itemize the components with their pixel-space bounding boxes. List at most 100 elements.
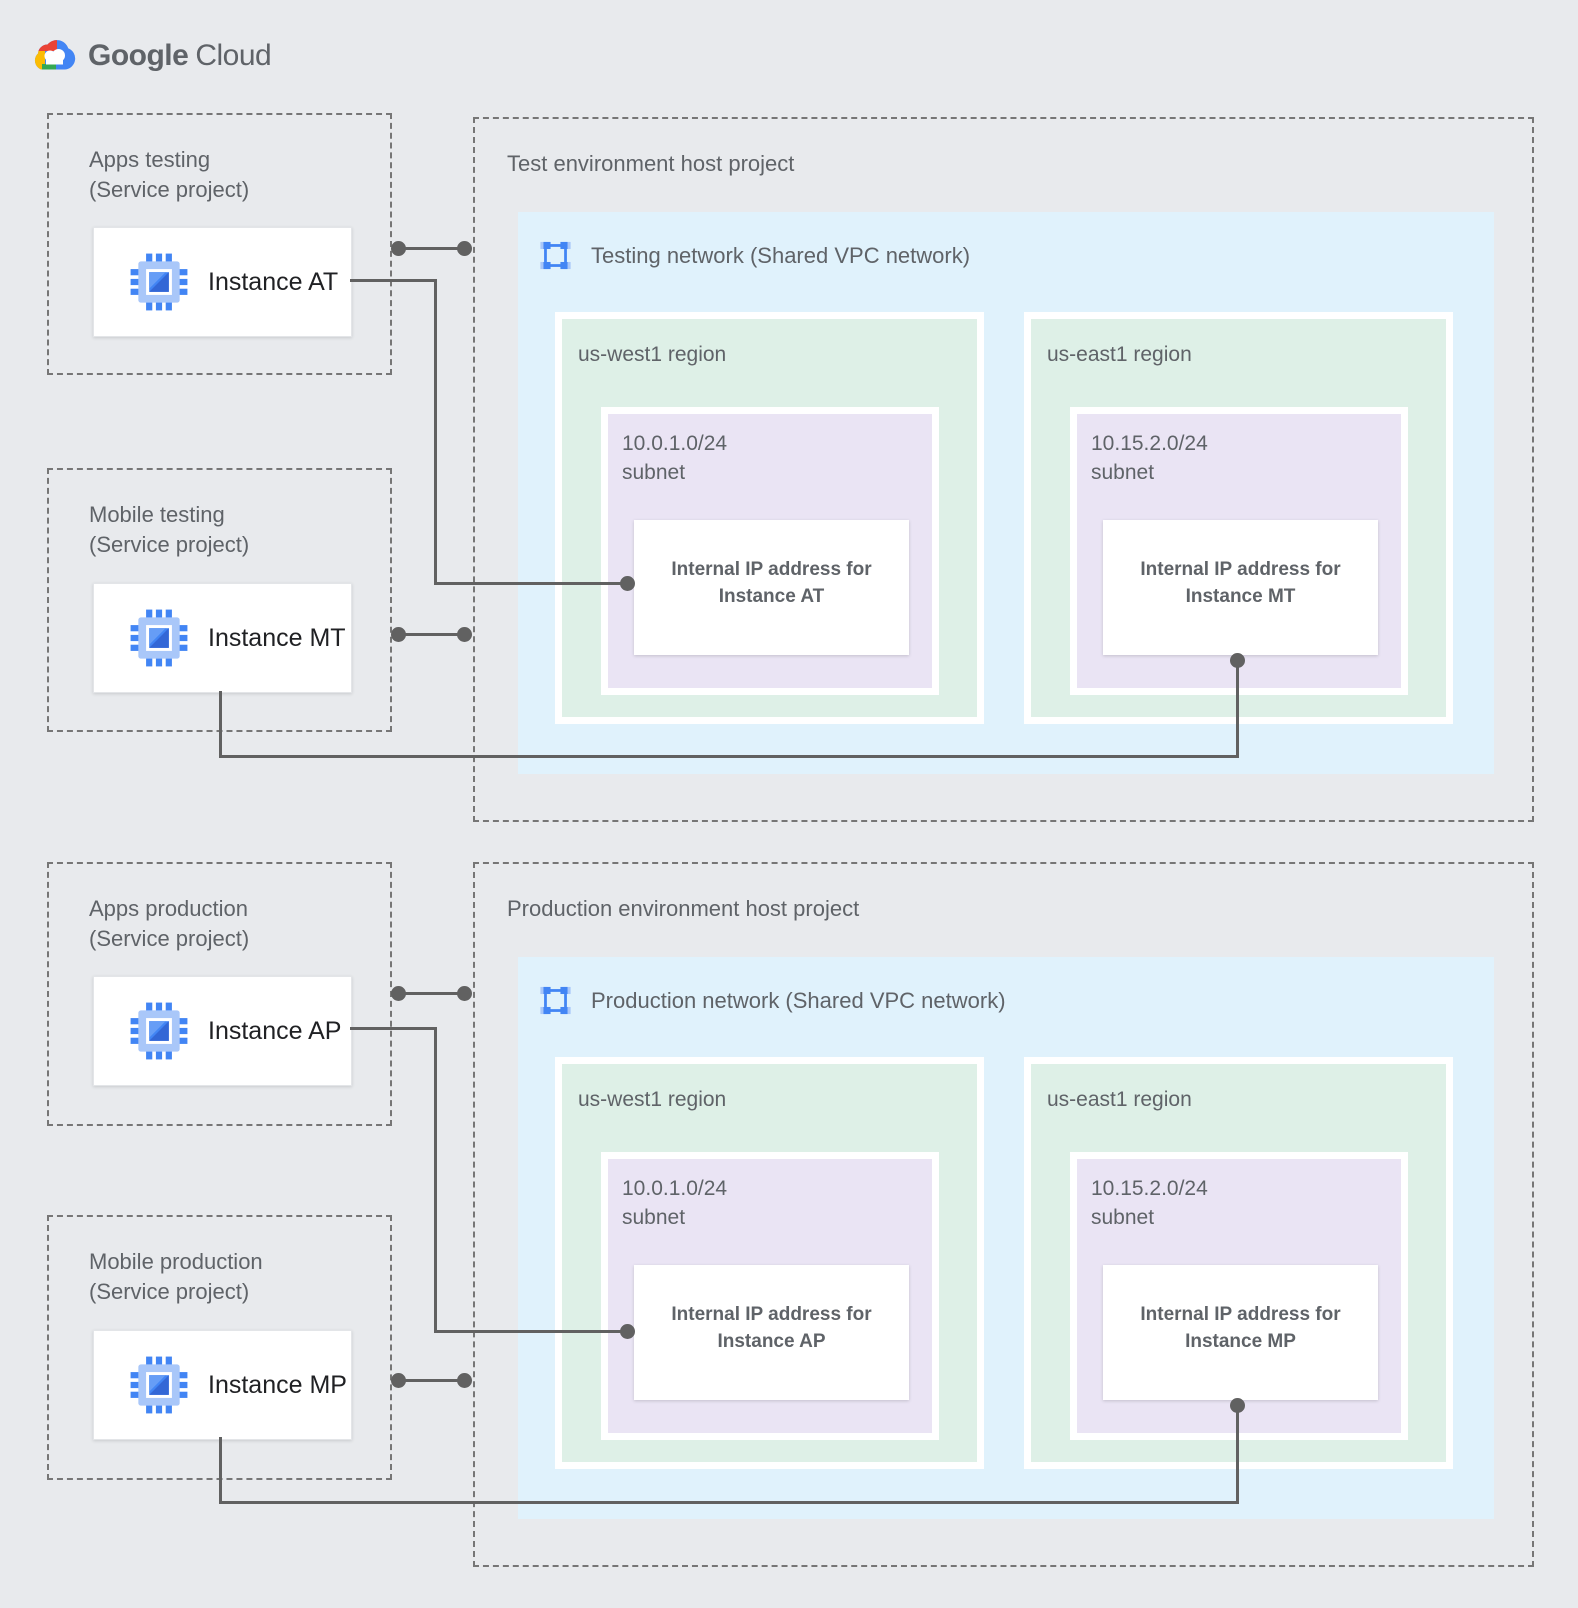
service-project-mobile-testing: Mobile testing (Service project): [47, 468, 392, 732]
internal-ip-instance: Instance MP: [1185, 1330, 1296, 1352]
google-cloud-icon: [34, 40, 76, 70]
service-project-subtitle: (Service project): [89, 1279, 250, 1304]
connector-dot: [620, 576, 635, 591]
instance-name: Instance MT: [208, 623, 346, 652]
connector-mp-peering-line: [399, 1379, 465, 1382]
region-title: us-west1 region: [578, 1088, 727, 1111]
service-project-label: Apps testing (Service project): [89, 145, 249, 205]
compute-engine-icon: [128, 251, 190, 313]
connector-dot: [457, 241, 472, 256]
network-header: Production network (Shared VPC network): [537, 982, 1006, 1019]
connector-dot: [457, 986, 472, 1001]
host-project-title: Test environment host project: [507, 151, 795, 176]
connector-dot: [391, 1373, 406, 1388]
network-header: Testing network (Shared VPC network): [537, 237, 970, 274]
logo-cloud-text: Cloud: [195, 39, 272, 72]
internal-ip-instance: Instance MT: [1185, 585, 1296, 607]
host-project-test: Test environment host project Testing ne…: [473, 117, 1534, 822]
vpc-network-icon: [537, 982, 574, 1019]
service-project-subtitle: (Service project): [89, 926, 250, 951]
shared-vpc-network-testing: Testing network (Shared VPC network) us-…: [518, 212, 1494, 774]
connector-dot: [457, 1373, 472, 1388]
connector-dot: [1230, 1398, 1245, 1413]
internal-ip-text: Internal IP address for: [1140, 1303, 1341, 1325]
region-title: us-east1 region: [1047, 343, 1192, 366]
connector-dot: [1230, 653, 1245, 668]
compute-engine-icon: [128, 1354, 190, 1416]
subnet-cidr: 10.0.1.0/24: [622, 432, 728, 455]
subnet-10-0-1-0: 10.0.1.0/24 subnet Internal IP address f…: [601, 1152, 939, 1440]
service-project-apps-testing: Apps testing (Service project): [47, 113, 392, 375]
subnet-title: 10.15.2.0/24 subnet: [1091, 1174, 1208, 1232]
network-title: Production network (Shared VPC network): [591, 987, 1006, 1013]
connector-ap-line: [350, 1027, 437, 1030]
service-project-label: Mobile testing (Service project): [89, 500, 249, 560]
subnet-title: 10.15.2.0/24 subnet: [1091, 429, 1208, 487]
connector-dot: [620, 1324, 635, 1339]
service-project-subtitle: (Service project): [89, 532, 250, 557]
instance-card-at: Instance AT: [93, 227, 352, 337]
subnet-title: 10.0.1.0/24 subnet: [622, 1174, 727, 1232]
connector-at-line: [434, 279, 437, 585]
connector-dot: [391, 627, 406, 642]
connector-dot: [457, 627, 472, 642]
internal-ip-box-instance-mt: Internal IP address for Instance MT: [1103, 520, 1378, 655]
subnet-cidr: 10.15.2.0/24: [1091, 432, 1208, 455]
subnet-word: subnet: [622, 1206, 686, 1229]
instance-card-mt: Instance MT: [93, 583, 352, 693]
service-project-title: Apps testing: [89, 147, 211, 172]
internal-ip-text: Internal IP address for: [671, 558, 872, 580]
internal-ip-instance: Instance AP: [717, 1330, 826, 1352]
subnet-title: 10.0.1.0/24 subnet: [622, 429, 727, 487]
subnet-10-15-2-0: 10.15.2.0/24 subnet Internal IP address …: [1070, 407, 1408, 695]
compute-engine-icon: [128, 1000, 190, 1062]
internal-ip-box-instance-mp: Internal IP address for Instance MP: [1103, 1265, 1378, 1400]
subnet-cidr: 10.15.2.0/24: [1091, 1177, 1208, 1200]
host-project-production: Production environment host project Prod…: [473, 862, 1534, 1567]
connector-ap-line: [434, 1330, 626, 1333]
subnet-word: subnet: [1091, 1206, 1155, 1229]
internal-ip-instance: Instance AT: [718, 585, 825, 607]
internal-ip-text: Internal IP address for: [1140, 558, 1341, 580]
subnet-word: subnet: [622, 461, 686, 484]
connector-mt-line: [219, 691, 222, 758]
connector-mp-line: [219, 1437, 222, 1504]
connector-dot: [391, 241, 406, 256]
internal-ip-box-instance-ap: Internal IP address for Instance AP: [634, 1265, 909, 1400]
connector-at-line: [350, 279, 437, 282]
region-us-west1: us-west1 region 10.0.1.0/24 subnet Inter…: [555, 312, 984, 724]
shared-vpc-network-production: Production network (Shared VPC network) …: [518, 957, 1494, 1519]
vpc-network-icon: [537, 237, 574, 274]
instance-name: Instance AT: [208, 267, 339, 296]
instance-name: Instance MP: [208, 1370, 347, 1399]
connector-mt-peering-line: [399, 633, 465, 636]
service-project-title: Mobile testing: [89, 502, 225, 527]
internal-ip-box-instance-at: Internal IP address for Instance AT: [634, 520, 909, 655]
subnet-word: subnet: [1091, 461, 1155, 484]
region-title: us-west1 region: [578, 343, 727, 366]
connector-ap-peering-line: [399, 992, 465, 995]
instance-card-ap: Instance AP: [93, 976, 352, 1086]
instance-card-mp: Instance MP: [93, 1330, 352, 1440]
compute-engine-icon: [128, 607, 190, 669]
service-project-apps-production: Apps production (Service project): [47, 862, 392, 1126]
connector-at-peering-line: [399, 247, 465, 250]
connector-ap-line: [434, 1027, 437, 1333]
service-project-label: Apps production (Service project): [89, 894, 249, 954]
connector-mt-line: [219, 755, 1239, 758]
connector-mp-line: [219, 1501, 1239, 1504]
logo-google-text: Google: [88, 39, 189, 72]
service-project-subtitle: (Service project): [89, 177, 250, 202]
instance-name: Instance AP: [208, 1016, 342, 1045]
connector-at-line: [434, 582, 626, 585]
region-us-west1: us-west1 region 10.0.1.0/24 subnet Inter…: [555, 1057, 984, 1469]
network-title: Testing network (Shared VPC network): [591, 242, 971, 268]
subnet-cidr: 10.0.1.0/24: [622, 1177, 728, 1200]
subnet-10-15-2-0: 10.15.2.0/24 subnet Internal IP address …: [1070, 1152, 1408, 1440]
service-project-mobile-production: Mobile production (Service project): [47, 1215, 392, 1480]
service-project-label: Mobile production (Service project): [89, 1247, 263, 1307]
service-project-title: Apps production: [89, 896, 248, 921]
connector-mt-line: [1236, 660, 1239, 758]
